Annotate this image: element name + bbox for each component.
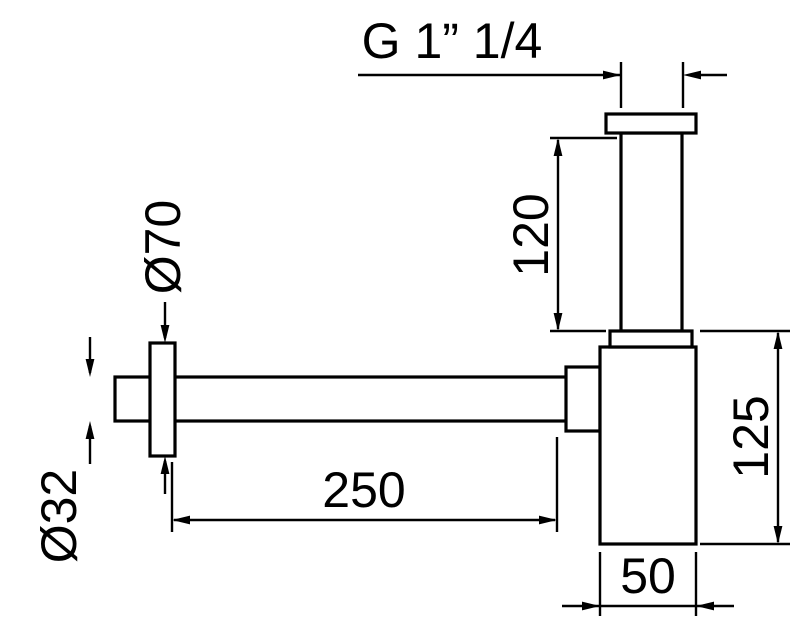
pipe32-arrowhead-bottom [85, 421, 95, 439]
thread-size-label: G 1” 1/4 [362, 13, 543, 69]
wall-flange [148, 341, 177, 458]
height125-arrowhead-bottom [773, 526, 783, 544]
dimension-body-width: 50 [562, 548, 734, 616]
pipe32-arrowhead-top [85, 359, 95, 377]
height120-arrowhead-bottom [553, 313, 563, 331]
trap-body-width-label: 50 [620, 548, 676, 604]
dimension-vertical-pipe-height: 120 [503, 136, 617, 333]
flange-arrowhead-top [160, 325, 170, 343]
horizontal-pipe-length-label: 250 [322, 462, 405, 518]
horizontal-pipe [113, 375, 572, 423]
length250-arrowhead-right [539, 515, 557, 525]
length250-arrowhead-left [172, 515, 190, 525]
trap-body-height-label: 125 [723, 395, 779, 478]
height125-arrowhead-top [773, 331, 783, 349]
flange-arrowhead-bottom [160, 456, 170, 474]
height120-arrowhead-top [553, 138, 563, 156]
dimension-thread-size: G 1” 1/4 [358, 13, 727, 108]
pipe-diameter-label: Ø32 [31, 469, 87, 564]
dimension-horizontal-pipe-length: 250 [170, 437, 559, 532]
width50-arrowhead-right [696, 601, 714, 611]
pipe-compression-nut [564, 365, 602, 433]
dimension-body-height: 125 [700, 329, 790, 546]
dimension-pipe-diameter: Ø32 [31, 337, 95, 564]
flange-diameter-label: Ø70 [135, 200, 191, 295]
body-top-nut [608, 329, 694, 349]
thread-arrowhead-right [683, 70, 701, 80]
thread-arrowhead-left [603, 70, 621, 80]
trap-outline-group [113, 112, 698, 546]
vertical-inlet-pipe [619, 131, 684, 333]
dimension-flange-diameter: Ø70 [135, 200, 191, 494]
width50-arrowhead-left [582, 601, 600, 611]
vertical-pipe-height-label: 120 [503, 193, 559, 276]
top-thread-flange [604, 112, 698, 135]
trap-body [598, 345, 698, 546]
